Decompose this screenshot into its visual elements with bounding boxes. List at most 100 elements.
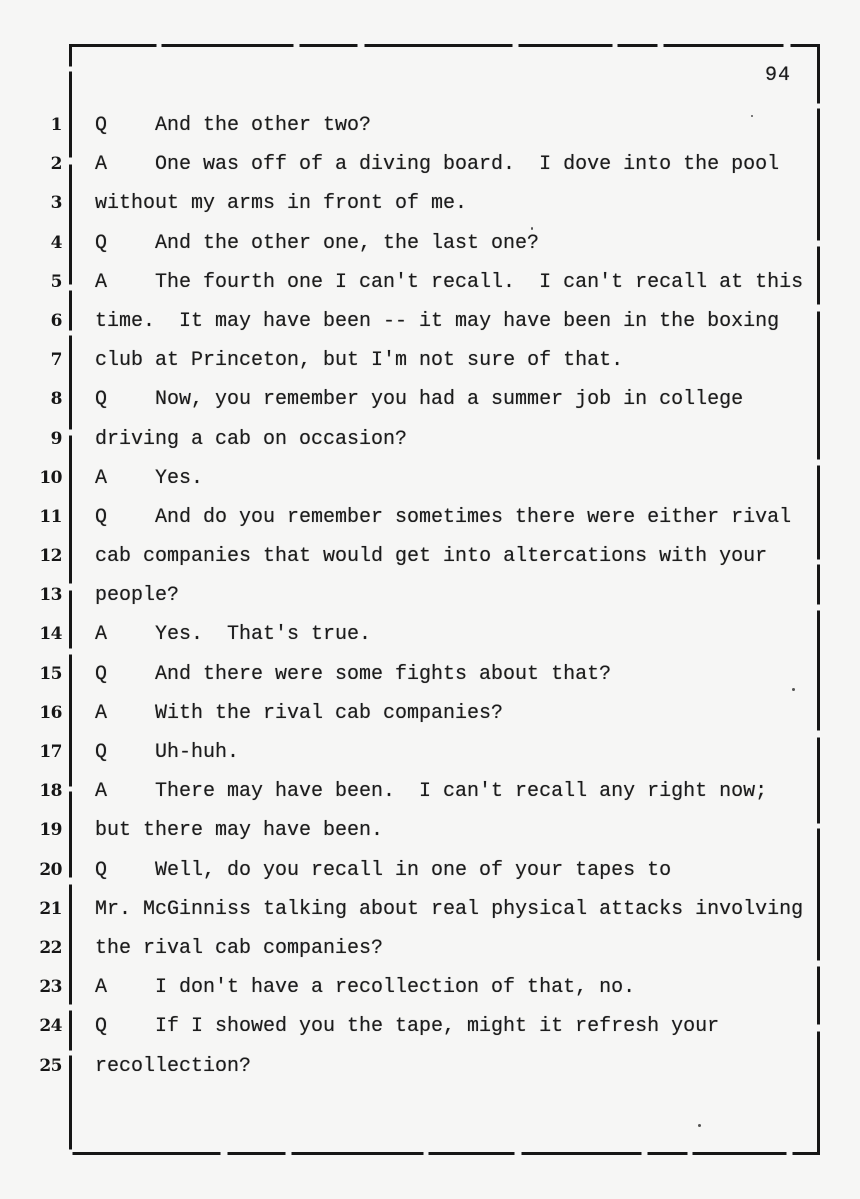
- line-content: people?: [95, 576, 179, 615]
- speaker-label: Q: [95, 505, 108, 529]
- transcript-line: 11 Q And do you remember sometimes there w…: [0, 498, 860, 537]
- line-number: 17: [39, 742, 62, 762]
- line-number: 10: [39, 467, 62, 488]
- line-number: 24: [39, 1016, 62, 1037]
- line-text: Uh-huh.: [155, 741, 240, 764]
- speaker-label: A: [95, 701, 108, 725]
- transcript-line: 8 Q Now, you remember you had a summer job…: [0, 380, 860, 419]
- ink-speck: [792, 688, 795, 691]
- line-text: The fourth one I can't recall. I can't r…: [155, 270, 804, 294]
- line-text: With the rival cab companies?: [155, 701, 504, 725]
- page-border: [69, 44, 820, 1155]
- line-number: 5: [50, 271, 63, 292]
- line-content: A Yes. That's true.: [95, 615, 371, 654]
- line-content: Q And there were some fights about that?: [95, 655, 611, 694]
- line-number: 11: [39, 506, 62, 527]
- transcript-line: 23 A I don't have a recollection of that, …: [0, 968, 860, 1007]
- line-number: 16: [39, 702, 62, 723]
- line-text: people?: [95, 584, 180, 608]
- speaker-label: A: [95, 466, 108, 490]
- line-number: 2: [50, 154, 63, 175]
- line-number: 7: [50, 350, 63, 371]
- line-text: If I showed you the tape, might it refre…: [155, 1015, 720, 1039]
- line-number: 22: [39, 937, 62, 958]
- transcript-line: 22 the rival cab companies?: [0, 929, 860, 968]
- transcript-line: 14 A Yes. That's true.: [0, 615, 860, 654]
- speaker-label: Q: [95, 1015, 108, 1039]
- line-content: the rival cab companies?: [95, 929, 383, 968]
- line-content: A With the rival cab companies?: [95, 694, 503, 733]
- line-text: I don't have a recollection of that, no.: [155, 976, 636, 1000]
- line-text: time. It may have been -- it may have be…: [95, 309, 780, 333]
- speaker-label: A: [95, 153, 108, 177]
- line-content: Q If I showed you the tape, might it refr…: [95, 1007, 719, 1046]
- line-number: 8: [50, 389, 63, 410]
- line-content: Q And the other two?: [95, 106, 371, 145]
- line-text: but there may have been.: [95, 819, 384, 843]
- line-text: Well, do you recall in one of your tapes…: [155, 858, 672, 882]
- line-text: And the other two?: [155, 114, 372, 137]
- line-text: Now, you remember you had a summer job i…: [155, 388, 744, 412]
- transcript-line: 16 A With the rival cab companies?: [0, 694, 860, 733]
- line-text: And do you remember sometimes there were…: [155, 505, 792, 529]
- line-number: 14: [39, 624, 62, 645]
- transcript-line: 19 but there may have been.: [0, 811, 860, 850]
- line-number: 18: [39, 781, 62, 802]
- line-number: 20: [39, 859, 62, 880]
- speaker-label: Q: [95, 388, 108, 412]
- line-number: 15: [39, 663, 62, 684]
- line-number: 9: [50, 428, 63, 449]
- speaker-label: Q: [95, 858, 108, 882]
- line-content: but there may have been.: [95, 811, 383, 850]
- line-number: 13: [39, 585, 62, 606]
- line-text: cab companies that would get into alterc…: [95, 545, 768, 569]
- speaker-label: Q: [95, 741, 108, 764]
- line-text: recollection?: [95, 1054, 252, 1078]
- transcript-line: 2 A One was off of a diving board. I dove …: [0, 145, 860, 184]
- speaker-label: Q: [95, 662, 108, 686]
- line-text: without my arms in front of me.: [95, 192, 468, 216]
- line-content: driving a cab on occasion?: [95, 420, 407, 459]
- line-text: One was off of a diving board. I dove in…: [155, 153, 780, 177]
- line-content: Q Now, you remember you had a summer job …: [95, 380, 743, 419]
- line-content: Q And do you remember sometimes there wer…: [95, 498, 791, 537]
- line-number: 25: [39, 1055, 62, 1076]
- line-text: driving a cab on occasion?: [95, 427, 408, 451]
- line-text: And there were some fights about that?: [155, 662, 612, 686]
- ink-speck: [751, 115, 753, 117]
- transcript-line: 20 Q Well, do you recall in one of your ta…: [0, 851, 860, 890]
- line-number: 23: [39, 977, 62, 998]
- speaker-label: A: [95, 623, 108, 647]
- line-number: 12: [39, 546, 62, 567]
- line-text: Yes. That's true.: [155, 623, 372, 647]
- speaker-label: Q: [95, 114, 108, 137]
- line-text: And the other one, the last one?: [155, 231, 540, 255]
- line-text: the rival cab companies?: [95, 936, 384, 960]
- line-text: Mr. McGinniss talking about real physica…: [95, 897, 804, 921]
- ink-speck: [531, 227, 533, 230]
- transcript-line: 17 Q Uh-huh.: [0, 733, 860, 772]
- transcript-line: 12 cab companies that would get into alte…: [0, 537, 860, 576]
- ink-speck: [698, 1124, 701, 1127]
- line-number: 19: [39, 820, 62, 841]
- line-content: time. It may have been -- it may have be…: [95, 302, 779, 341]
- line-number: 4: [50, 232, 63, 253]
- line-content: A I don't have a recollection of that, no…: [95, 968, 635, 1007]
- speaker-label: A: [95, 976, 108, 1000]
- speaker-label: A: [95, 780, 108, 804]
- line-content: Q Well, do you recall in one of your tape…: [95, 851, 671, 890]
- line-content: recollection?: [95, 1047, 251, 1086]
